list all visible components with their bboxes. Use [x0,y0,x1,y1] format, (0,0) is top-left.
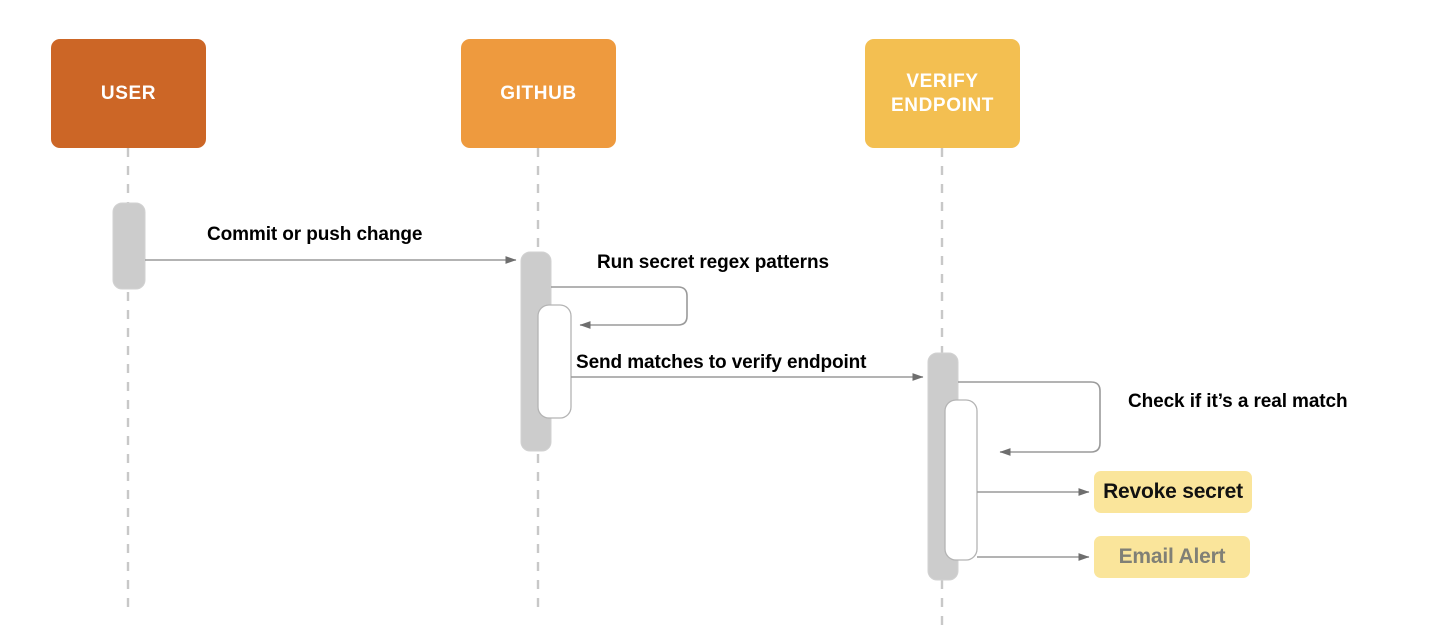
message-check-if-real-match [958,381,1101,456]
note-box-revoke-secret[interactable] [1094,471,1252,513]
activation-user [112,202,146,290]
message-label-send-matches-to-verify-endpoint: Send matches to verify endpoint [576,352,867,373]
notes-group [1094,471,1252,578]
actor-box-user[interactable] [51,39,206,148]
note-box-email-alert[interactable] [1094,536,1250,578]
note-label-revoke-secret: Revoke secret [1094,471,1252,513]
self-loop-path [551,286,688,329]
message-label-check-if-real-match: Check if it’s a real match [1128,391,1348,412]
note-label-email-alert-text: Email Alert [1118,545,1226,568]
actor-boxes-group [51,39,1020,148]
message-label-run-secret-regex-patterns: Run secret regex patterns [597,252,829,273]
note-label-revoke-secret-text: Revoke secret [1103,480,1243,503]
self-loop-path [958,381,1101,456]
activation-github-nested [537,304,572,419]
note-label-email-alert: Email Alert [1094,536,1250,578]
actor-box-verify-endpoint[interactable] [865,39,1020,148]
activation-verify-nested [944,399,978,561]
message-label-commit-or-push-change: Commit or push change [207,224,423,245]
actor-box-github[interactable] [461,39,616,148]
message-run-secret-regex-patterns [551,286,688,329]
